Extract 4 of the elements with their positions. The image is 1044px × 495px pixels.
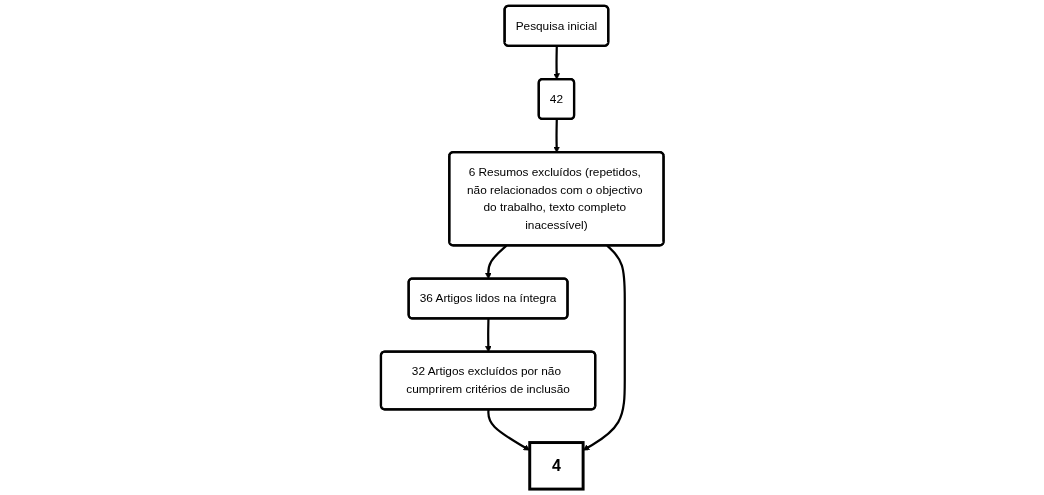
arrow bbox=[487, 409, 530, 451]
node-box: 4 bbox=[528, 441, 585, 491]
arrow bbox=[553, 119, 560, 153]
arrow bbox=[553, 46, 560, 80]
